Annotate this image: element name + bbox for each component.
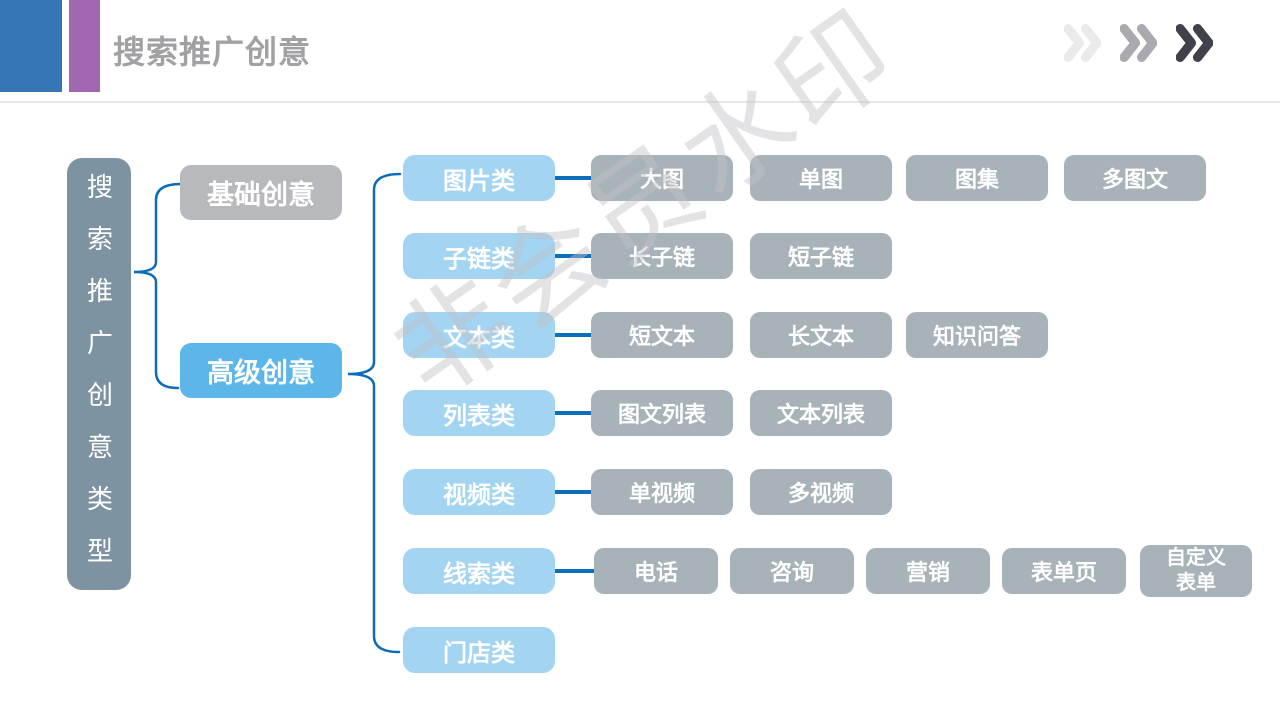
- node-leaf: 知识问答: [906, 312, 1048, 358]
- node-category-text: 文本类: [403, 312, 555, 358]
- node-leaf: 短子链: [750, 233, 892, 279]
- accent-bar-purple: [69, 0, 100, 92]
- brace-root-to-level2: [133, 182, 183, 390]
- node-category-lead: 线索类: [403, 548, 555, 594]
- brace-advanced-to-categories: [347, 172, 402, 654]
- node-leaf: 图文列表: [591, 390, 733, 436]
- node-category-image: 图片类: [403, 155, 555, 201]
- node-category-store: 门店类: [403, 627, 555, 673]
- node-leaf: 大图: [591, 155, 733, 201]
- chevron-right-icon: [1176, 23, 1213, 63]
- node-advanced-creative: 高级创意: [180, 343, 342, 398]
- node-leaf: 长子链: [591, 233, 733, 279]
- node-leaf: 长文本: [750, 312, 892, 358]
- chevron-right-icon: [1064, 23, 1101, 63]
- node-leaf: 单视频: [591, 469, 733, 515]
- node-leaf: 电话: [594, 548, 718, 594]
- node-leaf: 自定义表单: [1140, 545, 1252, 597]
- node-leaf: 文本列表: [750, 390, 892, 436]
- header-divider: [0, 101, 1280, 103]
- chevrons-decoration: [1064, 22, 1224, 66]
- node-leaf: 图集: [906, 155, 1048, 201]
- node-basic-creative: 基础创意: [180, 165, 342, 220]
- node-leaf: 短文本: [591, 312, 733, 358]
- page-title: 搜索推广创意: [113, 34, 312, 70]
- node-category-list: 列表类: [403, 390, 555, 436]
- node-leaf: 表单页: [1002, 548, 1126, 594]
- node-leaf: 多图文: [1064, 155, 1206, 201]
- chevron-right-icon: [1120, 23, 1157, 63]
- node-category-video: 视频类: [403, 469, 555, 515]
- node-leaf: 咨询: [730, 548, 854, 594]
- node-root-type: 搜索推广创意类型: [67, 158, 131, 590]
- node-leaf: 单图: [750, 155, 892, 201]
- node-leaf: 营销: [866, 548, 990, 594]
- node-category-sublink: 子链类: [403, 233, 555, 279]
- node-leaf: 多视频: [750, 469, 892, 515]
- accent-bar-blue: [0, 0, 62, 92]
